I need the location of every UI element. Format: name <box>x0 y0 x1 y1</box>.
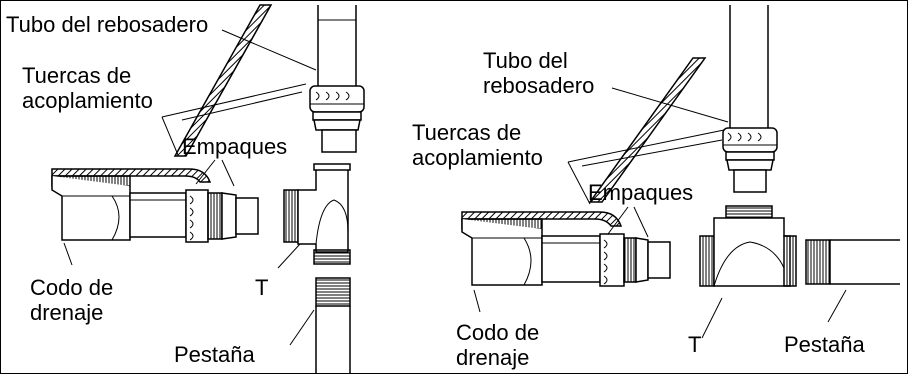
right-flange <box>805 239 900 285</box>
right-overflow-pipe <box>722 5 778 193</box>
left-drain-strip <box>51 168 212 183</box>
right-overflow-rod <box>588 57 707 203</box>
left-tee-label: T <box>255 275 269 300</box>
left-overflow-pipe <box>309 5 365 153</box>
right-coupling-nuts-line2: acoplamiento <box>412 145 543 170</box>
left-overflow-rod <box>173 4 273 157</box>
left-drain-elbow-line2: drenaje <box>30 300 104 325</box>
left-leaders <box>63 29 317 346</box>
left-drain-elbow <box>51 175 259 243</box>
left-gaskets-label: Empaques <box>182 134 288 159</box>
right-coupling-nuts-label: Tuercas de acoplamiento <box>412 120 543 170</box>
left-coupling-nuts-line1: Tuercas de <box>22 63 132 88</box>
left-assembly <box>51 4 365 374</box>
right-drain-elbow-label: Codo de drenaje <box>456 320 539 370</box>
left-coupling-nuts-line2: acoplamiento <box>22 88 153 113</box>
right-gaskets-label: Empaques <box>588 180 694 205</box>
right-leaders <box>473 87 847 339</box>
left-drain-elbow-line1: Codo de <box>30 275 114 300</box>
left-flange-label: Pestaña <box>174 342 255 367</box>
left-tee <box>283 163 351 265</box>
right-flange-label: Pestaña <box>784 332 865 357</box>
right-drain-elbow-line2: drenaje <box>456 345 530 370</box>
left-flange <box>315 277 351 374</box>
right-drain-elbow-line1: Codo de <box>456 320 540 345</box>
right-coupling-nuts-line1: Tuercas de <box>412 120 522 145</box>
left-coupling-nuts-label: Tuercas de acoplamiento <box>22 63 153 113</box>
right-assembly <box>461 5 900 339</box>
right-overflow-tube-line1: Tubo del <box>483 48 568 73</box>
right-drain-elbow <box>461 218 671 287</box>
right-tee-label: T <box>688 332 702 357</box>
left-drain-elbow-label: Codo de drenaje <box>30 275 113 325</box>
left-overflow-tube-label: Tubo del rebosadero <box>6 12 209 37</box>
right-overflow-tube-line2: rebosadero <box>483 73 595 98</box>
right-tee <box>699 205 797 287</box>
right-overflow-tube-label: Tubo del rebosadero <box>483 48 594 98</box>
